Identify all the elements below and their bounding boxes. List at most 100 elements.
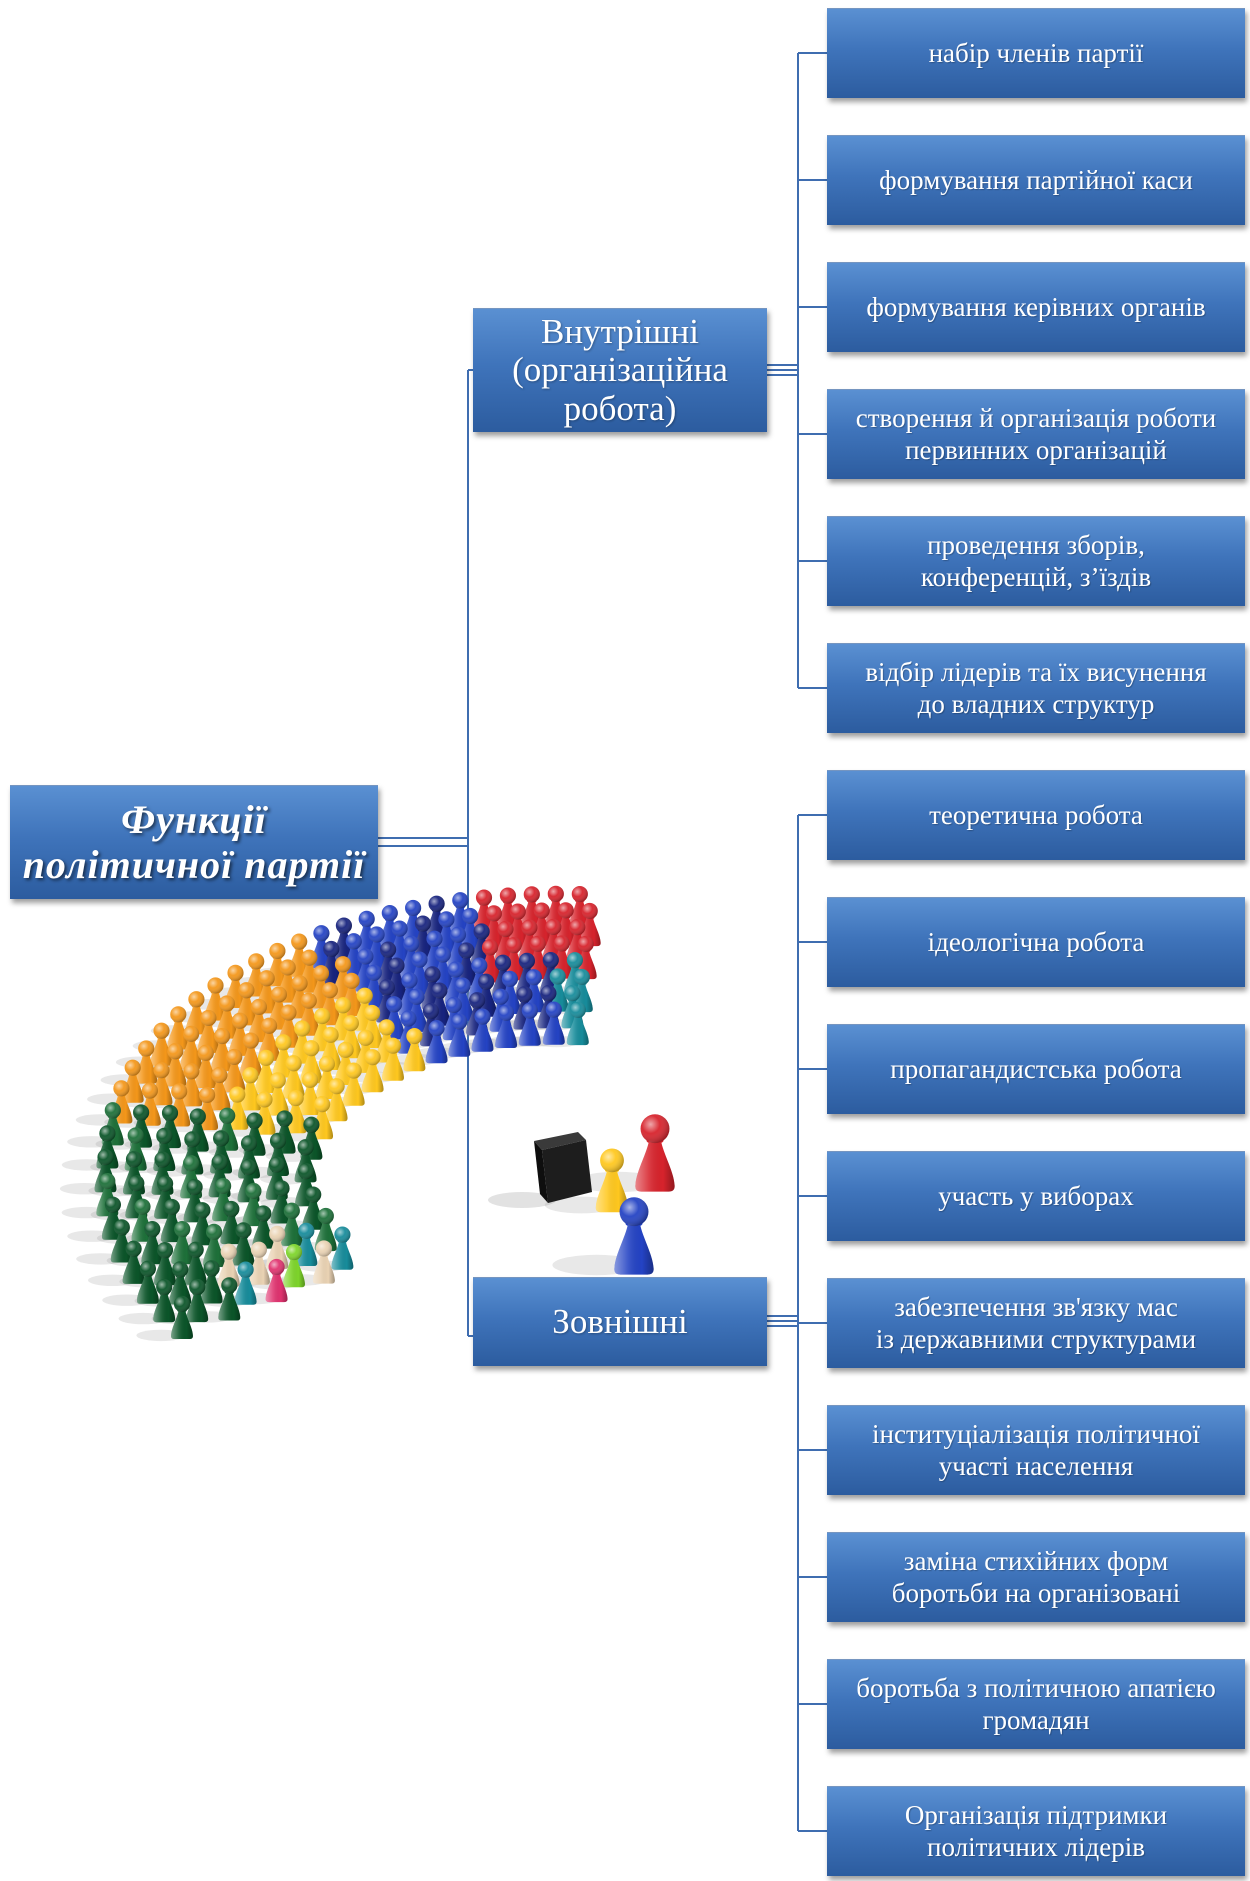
leaf-label-line: проведення зборів, bbox=[927, 530, 1145, 561]
branch-node-internal: Внутрішні (організаційна робота) bbox=[473, 308, 767, 432]
pawn bbox=[171, 1295, 193, 1339]
pawn bbox=[180, 1063, 203, 1107]
pawn bbox=[431, 946, 454, 990]
leaf-label-line: боротьби на організовані bbox=[891, 1577, 1181, 1608]
pawn bbox=[255, 1049, 277, 1093]
leaf-label-line: із державними структурами bbox=[875, 1323, 1197, 1354]
leaf-node: формування партійної каси bbox=[827, 135, 1245, 225]
leaf-label-line: Організація підтримки bbox=[904, 1800, 1168, 1831]
pawn bbox=[136, 1260, 159, 1304]
pawn bbox=[280, 1202, 303, 1246]
pawn bbox=[595, 1148, 629, 1213]
leaf-node: проведення зборів,конференцій, з’їздів bbox=[827, 516, 1245, 606]
pawn bbox=[471, 1008, 494, 1052]
pawn bbox=[200, 1260, 223, 1304]
pawn bbox=[361, 1049, 384, 1093]
leaf-label-line: теоретична робота bbox=[929, 799, 1143, 830]
leaf-node: набір членів партії bbox=[827, 8, 1245, 98]
pawn bbox=[220, 1200, 243, 1245]
pawn bbox=[382, 1037, 404, 1081]
pawn bbox=[239, 1032, 262, 1076]
pawn bbox=[150, 1062, 173, 1106]
pawn bbox=[403, 1027, 426, 1072]
pawn bbox=[425, 1019, 448, 1064]
leaf-label-line: конференцій, з’їздів bbox=[920, 561, 1152, 592]
pawn bbox=[331, 1226, 354, 1270]
pawn bbox=[191, 1202, 214, 1246]
pawn bbox=[239, 1067, 262, 1111]
leaf-node: ідеологічна робота bbox=[827, 897, 1245, 987]
leaf-node: формування керівних органів bbox=[827, 262, 1245, 352]
root-label-line: Функції bbox=[121, 796, 267, 842]
pawn bbox=[122, 1240, 145, 1284]
pawn bbox=[211, 1027, 234, 1072]
leaf-label-line: ідеологічна робота bbox=[927, 926, 1145, 957]
leaf-label-line: формування керівних органів bbox=[866, 291, 1206, 322]
root-label-line: політичної партії bbox=[22, 841, 366, 887]
pawn bbox=[232, 1222, 255, 1266]
leaf-label-line: формування партійної каси bbox=[879, 164, 1193, 195]
pawn bbox=[121, 1059, 144, 1103]
leaf-node: теоретична робота bbox=[827, 770, 1245, 860]
pawn bbox=[252, 1205, 275, 1249]
pawn bbox=[186, 1278, 209, 1323]
pawn bbox=[266, 1072, 289, 1116]
pawn bbox=[388, 920, 411, 964]
branch-label-line: робота) bbox=[563, 388, 677, 428]
pawn bbox=[180, 1025, 203, 1069]
pawn bbox=[312, 1240, 335, 1284]
pawn bbox=[194, 1044, 217, 1088]
leaf-label-line: інституціалізація політичної bbox=[872, 1419, 1200, 1450]
leaf-label-line: політичних лідерів bbox=[927, 1831, 1145, 1862]
leaf-label-line: первинних організацій bbox=[905, 434, 1167, 465]
pawn bbox=[153, 1278, 176, 1323]
pawn bbox=[203, 1223, 225, 1267]
pawn bbox=[184, 1241, 207, 1285]
leaf-label-line: громадян bbox=[982, 1704, 1090, 1735]
pawn bbox=[325, 1078, 348, 1122]
leaf-node: пропагандистська робота bbox=[827, 1024, 1245, 1114]
pawn bbox=[228, 1012, 251, 1056]
pawn bbox=[518, 1002, 541, 1046]
leaf-node: участь у виборах bbox=[827, 1151, 1245, 1241]
pawn bbox=[272, 1034, 295, 1078]
branch-node-external: Зовнішні bbox=[473, 1277, 767, 1366]
pawn bbox=[135, 1040, 158, 1084]
pawn bbox=[635, 1114, 675, 1192]
pawn bbox=[154, 1241, 176, 1286]
pawn bbox=[164, 1043, 187, 1087]
pawn bbox=[284, 1089, 307, 1134]
pawn bbox=[295, 1222, 318, 1266]
leaf-label-line: участь у виборах bbox=[938, 1180, 1134, 1211]
pawn bbox=[110, 1219, 133, 1263]
pawn bbox=[150, 1022, 173, 1066]
pawn bbox=[566, 1001, 589, 1046]
leaf-label-line: до владних структур bbox=[917, 688, 1155, 719]
leaf-label-line: заміна стихійних форм bbox=[903, 1546, 1169, 1577]
pawn bbox=[234, 1261, 257, 1305]
pawn bbox=[283, 1243, 305, 1288]
pawn bbox=[365, 926, 388, 970]
leaf-label-line: участі населення bbox=[938, 1450, 1134, 1481]
pawn bbox=[208, 1066, 231, 1111]
pawn bbox=[167, 1006, 190, 1050]
black-block bbox=[488, 1132, 592, 1208]
pawn bbox=[218, 1277, 241, 1321]
pawn bbox=[542, 1001, 565, 1045]
pawn bbox=[614, 1197, 654, 1275]
leaf-label-line: забезпечення зв'язку мас bbox=[894, 1292, 1178, 1323]
pawn bbox=[223, 1048, 246, 1093]
pawn bbox=[311, 1096, 334, 1140]
leaf-label-line: пропагандистська робота bbox=[890, 1053, 1182, 1084]
pawn bbox=[171, 1220, 194, 1265]
pawn bbox=[141, 1220, 164, 1265]
